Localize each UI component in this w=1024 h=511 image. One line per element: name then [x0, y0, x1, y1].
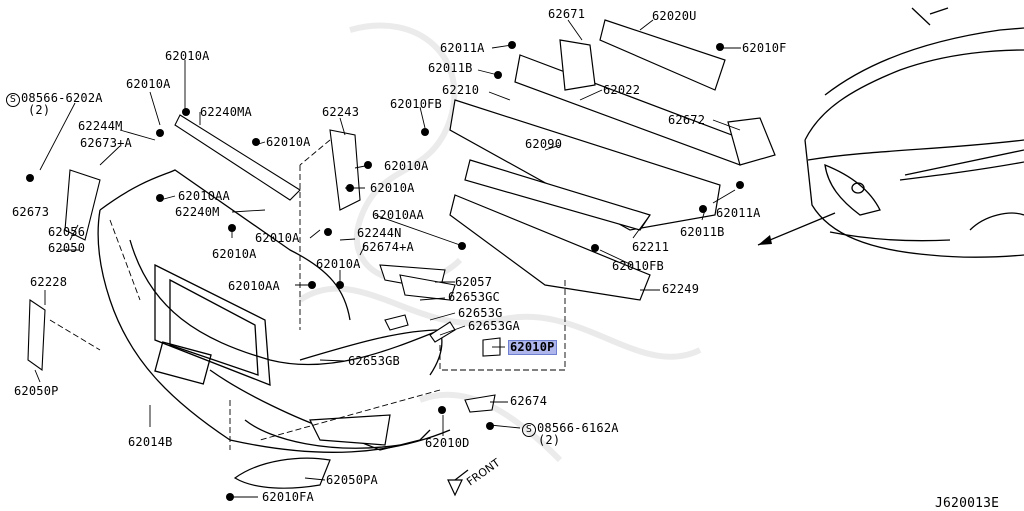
part-label: 62671	[548, 7, 586, 21]
part-label: 62673	[12, 205, 50, 219]
fog-bezel	[233, 414, 391, 489]
part-label: 62010A	[266, 135, 311, 149]
part-label: 62010A	[126, 77, 171, 91]
part-label: 62010FB	[612, 259, 664, 273]
part-qty: (2)	[538, 433, 561, 447]
part-label: 62010AA	[372, 208, 424, 222]
part-label: 62020U	[652, 9, 697, 23]
part-label: 62050	[48, 241, 86, 255]
part-label: 62057	[455, 275, 493, 289]
part-label: 62653GC	[448, 290, 500, 304]
part-label: 62244N	[357, 226, 402, 240]
part-label: 62011B	[680, 225, 725, 239]
part-label: 62056	[48, 225, 86, 239]
cover-62020u	[599, 19, 726, 91]
part-label: 62674	[510, 394, 548, 408]
front-label: FRONT	[464, 456, 502, 488]
part-label: 62011B	[428, 61, 473, 75]
part-label: 62011A	[716, 206, 761, 220]
part-label: 62022	[603, 83, 641, 97]
part-qty: (2)	[28, 103, 51, 117]
part-label: 62010AA	[228, 279, 280, 293]
part-label: 62010A	[165, 49, 210, 63]
part-label: 62010A	[255, 231, 300, 245]
diagram-id: J620013E	[935, 496, 1000, 511]
part-label: 62010A	[370, 181, 415, 195]
highlighted-part-label[interactable]: 62010P	[508, 340, 557, 355]
part-label: 62211	[632, 240, 670, 254]
part-label: 62653G	[458, 306, 503, 320]
part-label: 62653GB	[348, 354, 400, 368]
part-label: 62010AA	[178, 189, 230, 203]
part-label: 62050PA	[326, 473, 378, 487]
part-label: 62011A	[440, 41, 485, 55]
brackets-left	[27, 114, 501, 413]
part-label: 62010FA	[262, 490, 314, 504]
part-label: 62249	[662, 282, 700, 296]
part-label: 62010A	[316, 257, 361, 271]
part-label: 62010FB	[390, 97, 442, 111]
part-label: 62240MA	[200, 105, 252, 119]
part-label: 62243	[322, 105, 360, 119]
part-label: 62050P	[14, 384, 59, 398]
part-label: 62010A	[212, 247, 257, 261]
part-label: 62014B	[128, 435, 173, 449]
part-label: 62010A	[384, 159, 429, 173]
part-label: 62228	[30, 275, 68, 289]
part-label: 62010F	[742, 41, 787, 55]
part-label: 62653GA	[468, 319, 520, 333]
view-arrow-head	[758, 235, 772, 245]
part-label: 62210	[442, 83, 480, 97]
part-label: 62674+A	[362, 240, 414, 254]
fasteners	[26, 41, 744, 501]
part-label: 62240M	[175, 205, 220, 219]
part-label: 62244M	[78, 119, 123, 133]
front-arrow: FRONT	[447, 456, 503, 497]
car-outline	[804, 7, 1024, 258]
part-label: 62672	[668, 113, 706, 127]
dash-lines	[49, 139, 566, 450]
part-label: 62010D	[425, 436, 470, 450]
part-label: 62090	[525, 137, 563, 151]
part-label: 62673+A	[80, 136, 132, 150]
